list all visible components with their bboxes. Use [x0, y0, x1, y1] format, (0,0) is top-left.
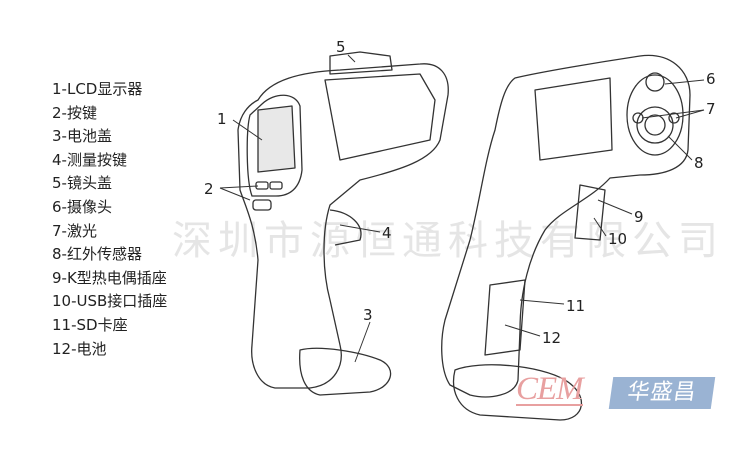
leader-lines — [219, 54, 705, 363]
callout-6: 6 — [706, 70, 716, 88]
callout-3: 3 — [363, 306, 373, 324]
callout-2: 2 — [204, 180, 214, 198]
logo-chinese: 华盛昌 — [608, 377, 716, 409]
callout-1: 1 — [217, 110, 227, 128]
logo-cem: CEM — [516, 371, 584, 407]
legend-item: 12-电池 — [52, 339, 107, 358]
callout-5: 5 — [336, 38, 346, 56]
callout-11: 11 — [566, 297, 585, 315]
callout-9: 9 — [634, 208, 644, 226]
legend-item: 9-K型热电偶插座 — [52, 268, 167, 287]
legend-item: 5-镜头盖 — [52, 174, 112, 193]
callout-8: 8 — [694, 154, 704, 172]
legend-item: 6-摄像头 — [52, 197, 112, 216]
legend-item: 4-测量按键 — [52, 150, 127, 169]
legend-item: 1-LCD显示器 — [52, 80, 143, 98]
thermometer-rear-view — [441, 54, 691, 421]
parts-legend: 1-LCD显示器 2-按键 3-电池盖 4-测量按键 5-镜头盖 6-摄像头 7… — [52, 78, 167, 361]
callout-12: 12 — [542, 329, 561, 347]
callout-numbers: 1 2 3 4 5 6 7 8 9 10 11 12 — [204, 38, 716, 347]
callout-4: 4 — [382, 224, 392, 242]
legend-item: 8-红外传感器 — [52, 245, 142, 264]
legend-item: 7-激光 — [52, 221, 97, 240]
watermark: 深圳市源恒通科技有限公司 — [172, 218, 724, 264]
legend-item: 3-电池盖 — [52, 127, 112, 146]
callout-10: 10 — [608, 230, 627, 248]
legend-item: 10-USB接口插座 — [52, 292, 168, 311]
thermometer-front-view — [237, 51, 449, 396]
legend-item: 2-按键 — [52, 103, 97, 122]
callout-7: 7 — [706, 100, 716, 118]
legend-item: 11-SD卡座 — [52, 315, 128, 334]
